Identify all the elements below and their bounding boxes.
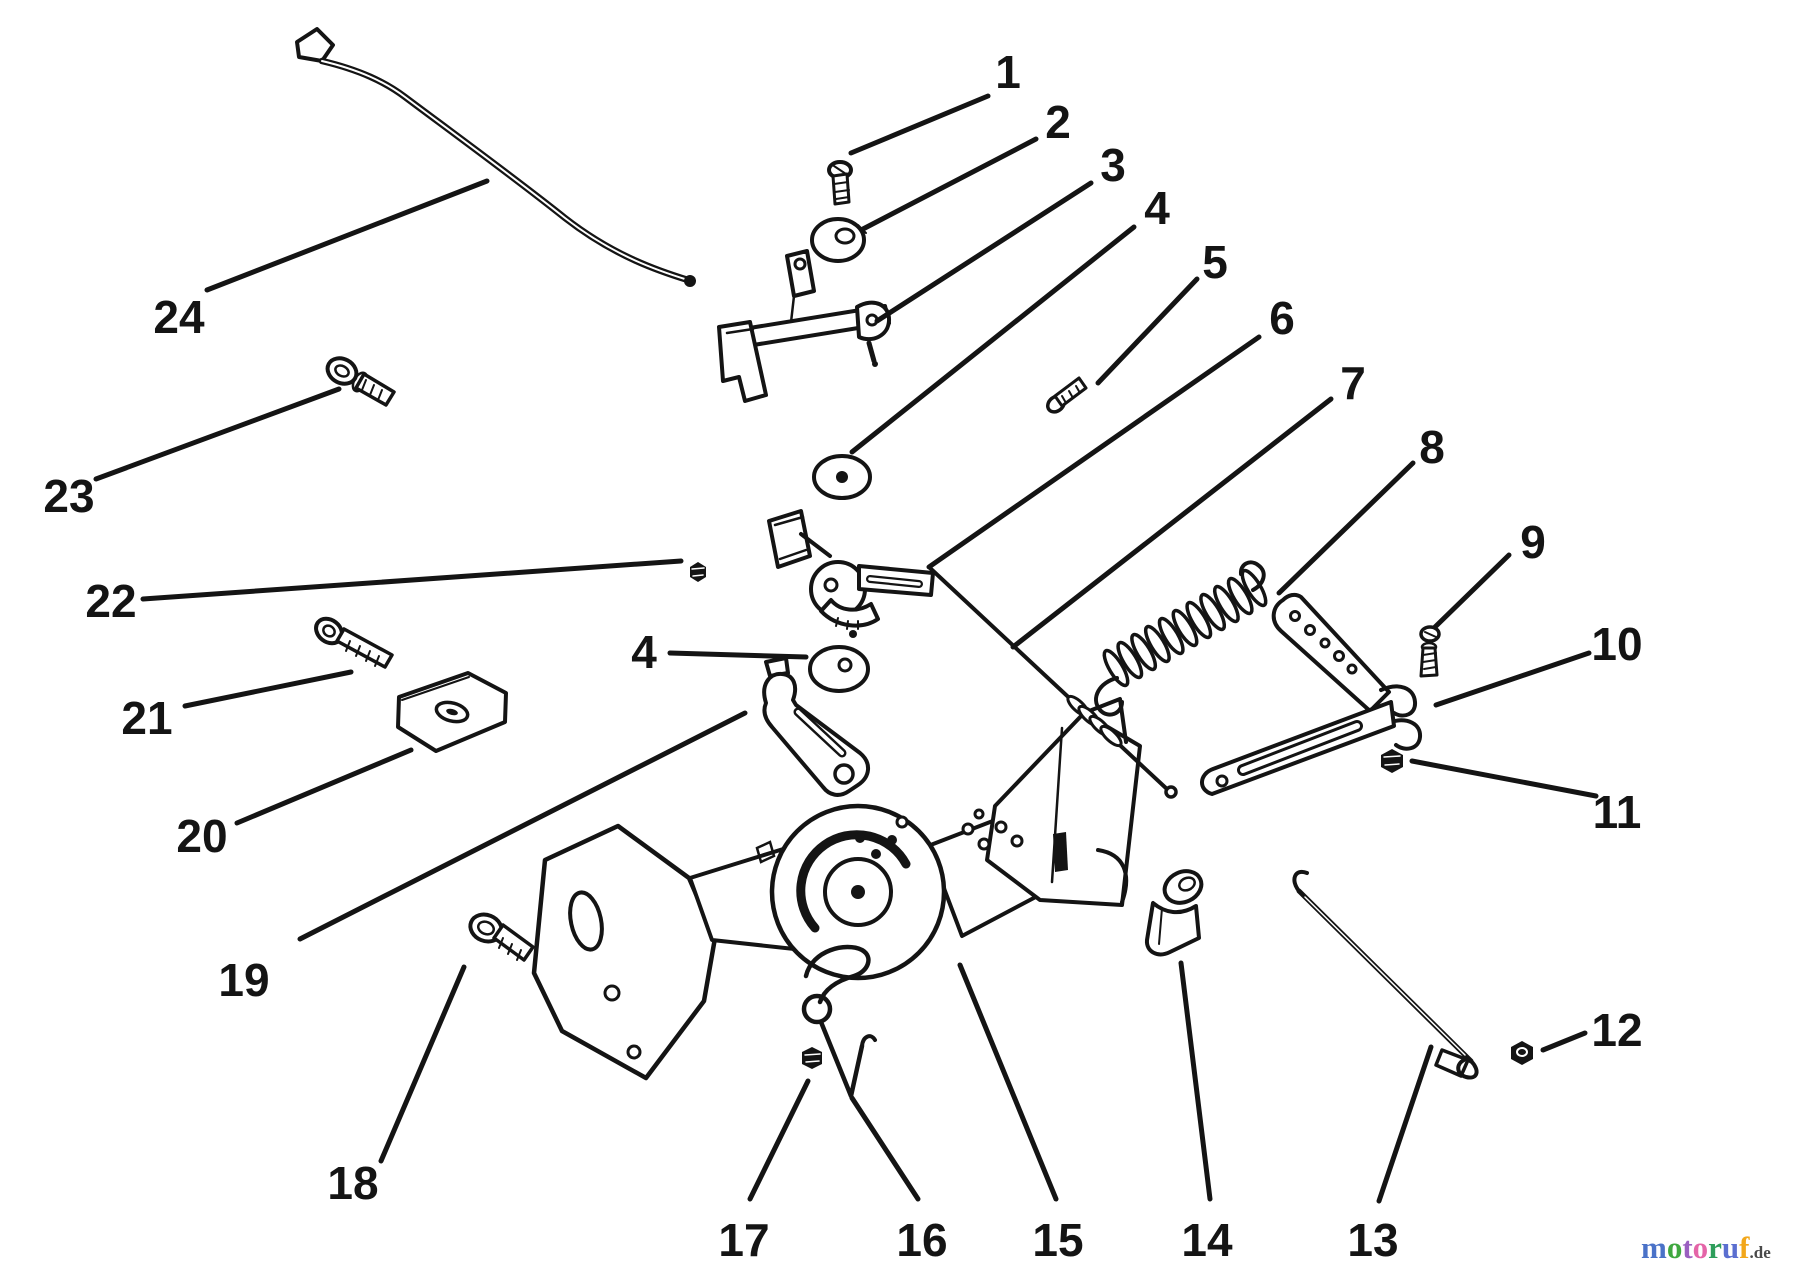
part-22-nut (690, 562, 706, 582)
callout-number-10-10: 10 (1591, 618, 1642, 670)
callout-number-16-16: 16 (896, 1214, 947, 1266)
leader-line-23-23 (93, 386, 342, 482)
part-20-plate (396, 671, 508, 753)
part-12-nut (1511, 1041, 1533, 1065)
leader-line-2-1 (860, 136, 1039, 232)
part-11-nut (1381, 749, 1403, 773)
callout-number-23-23: 23 (43, 470, 94, 522)
part-15-bracket-body (688, 697, 1142, 981)
brand-watermark: motoruf.de (1641, 1230, 1771, 1266)
callout-number-24-24: 24 (153, 291, 205, 343)
leader-line-10-10 (1433, 650, 1592, 708)
leader-line-9-9 (1432, 552, 1512, 630)
leader-line-17-17 (747, 1078, 811, 1202)
callout-number-17-17: 17 (718, 1214, 769, 1266)
leader-line-19-19 (297, 710, 748, 942)
spring-coil (1143, 624, 1171, 664)
spring-coil (1226, 576, 1254, 616)
callout-number-1-0: 1 (995, 46, 1021, 98)
spring-coil (1240, 568, 1268, 608)
brand-watermark-suffix: .de (1749, 1243, 1771, 1262)
part-18-bolt (468, 912, 535, 962)
brand-letter: f (1739, 1230, 1750, 1265)
callout-number-11-11: 11 (1593, 786, 1642, 838)
brand-letter: o (1692, 1230, 1709, 1265)
brand-letter: t (1682, 1230, 1693, 1265)
callout-number-4-3: 4 (1144, 182, 1170, 234)
callout-number-13-13: 13 (1347, 1214, 1398, 1266)
part-5-screw (1046, 376, 1088, 414)
callout-number-15-15: 15 (1032, 1214, 1083, 1266)
leader-line-16-16 (849, 1095, 921, 1202)
part-4-washer-upper (812, 454, 872, 500)
leader-line-11-11 (1409, 758, 1599, 799)
brand-letter: r (1708, 1230, 1722, 1265)
brand-letter: u (1721, 1230, 1740, 1265)
part-15-bracket-left-wing (531, 823, 718, 1081)
leader-line-24-24 (204, 178, 490, 293)
spring-coil (1102, 648, 1130, 688)
part-9-screw (1419, 625, 1441, 678)
leader-line-5-5 (1095, 276, 1200, 386)
leader-line-6-6 (926, 334, 1262, 570)
part-13-rod (1292, 869, 1479, 1080)
part-3-throttle-bracket (717, 249, 891, 403)
part-14-clamp (1144, 869, 1204, 957)
leader-line-12-12 (1540, 1030, 1588, 1053)
part-21-bolt (314, 616, 394, 669)
spring-coil (1212, 584, 1240, 624)
brand-letter: m (1641, 1230, 1667, 1265)
callout-number-9-9: 9 (1520, 516, 1546, 568)
callout-number-22-22: 22 (85, 575, 136, 627)
part-6-governor-arm (767, 509, 935, 638)
spring-coil (1116, 640, 1144, 680)
callout-number-19-19: 19 (218, 954, 269, 1006)
callout-number-20-20: 20 (176, 810, 227, 862)
part-7-rod (928, 566, 1178, 799)
spring-coil (1199, 592, 1227, 632)
part-24-control-rod (295, 27, 696, 287)
part-10-fork (1200, 592, 1422, 796)
part-1-screw (827, 160, 853, 206)
leader-line-21-21 (182, 669, 354, 709)
brand-watermark-letters: motoruf (1641, 1230, 1750, 1265)
callout-number-2-1: 2 (1045, 96, 1071, 148)
callout-number-6-6: 6 (1269, 292, 1295, 344)
callout-number-21-21: 21 (121, 692, 172, 744)
spring-coil (1157, 616, 1185, 656)
leader-line-4-3 (849, 224, 1137, 455)
leader-line-8-8 (1276, 460, 1416, 596)
leader-line-22-22 (140, 558, 684, 602)
part-23-bolt (325, 356, 396, 407)
leader-line-1-0 (848, 93, 991, 156)
callout-number-12-12: 12 (1591, 1004, 1642, 1056)
callout-number-14-14: 14 (1181, 1214, 1233, 1266)
callout-number-7-7: 7 (1340, 357, 1366, 409)
spring-coil (1130, 632, 1158, 672)
callout-number-3-2: 3 (1100, 139, 1126, 191)
leader-line-13-13 (1376, 1044, 1434, 1204)
leader-line-18-18 (378, 964, 467, 1164)
part-2-washer (810, 217, 867, 263)
callout-number-4-4: 4 (631, 626, 657, 678)
leader-line-14-14 (1178, 960, 1213, 1202)
brand-letter: o (1666, 1230, 1683, 1265)
callout-number-5-5: 5 (1202, 236, 1228, 288)
leader-line-20-20 (234, 747, 414, 826)
part-8-spring (1094, 560, 1268, 717)
leader-line-4-4 (667, 650, 809, 660)
leader-line-7-7 (1010, 396, 1334, 650)
part-17-nut (802, 1047, 822, 1069)
callout-number-18-18: 18 (327, 1157, 378, 1209)
part-4-washer-lower (808, 645, 870, 693)
spring-coil (1171, 608, 1199, 648)
leader-line-15-15 (957, 962, 1059, 1202)
spring-coil (1185, 600, 1213, 640)
callout-number-8-8: 8 (1419, 421, 1445, 473)
leader-line-3-2 (874, 180, 1094, 324)
